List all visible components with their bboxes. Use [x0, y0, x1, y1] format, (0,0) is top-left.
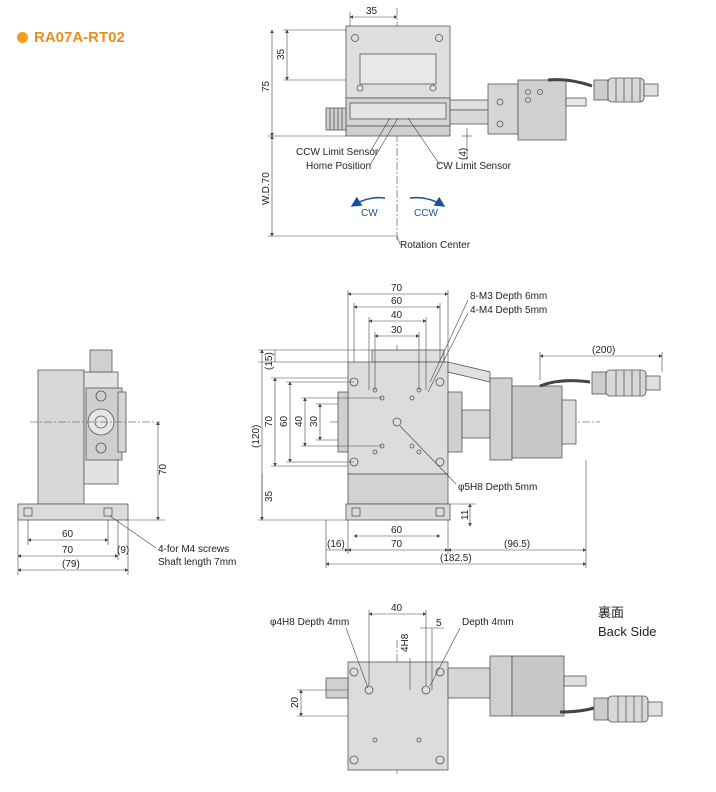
front-note-m3: 8-M3 Depth 6mm [470, 291, 547, 302]
back-dim-4h8: 4H8 [400, 633, 411, 652]
front-dim-bottom-3: (96.5) [504, 539, 530, 550]
side-view [17, 349, 160, 521]
top-view [325, 8, 659, 240]
side-note-line1: 4-for M4 screws [158, 544, 229, 555]
side-dim-base: 70 [62, 545, 74, 556]
side-dim-inner: 60 [62, 529, 74, 540]
back-note-phi: φ4H8 Depth 4mm [270, 617, 349, 628]
front-dim-11: 11 [460, 509, 471, 520]
front-dim-top-2: 40 [391, 310, 403, 321]
front-view-dimensions [258, 290, 663, 568]
front-dim-top-1: 60 [391, 296, 403, 307]
front-dim-left-0: (15) [264, 352, 275, 370]
label-home: Home Position [306, 161, 371, 172]
top-view-dimensions [268, 12, 472, 245]
front-dim-cable: (200) [592, 345, 615, 356]
top-dim-width: 35 [366, 6, 378, 17]
front-dim-left-5: 30 [309, 415, 320, 427]
top-dim-upper: 35 [276, 48, 287, 60]
back-dim-top: 40 [391, 603, 403, 614]
side-note-line2: Shaft length 7mm [158, 557, 236, 568]
cw-arrow-icon [350, 196, 386, 207]
front-dim-bottom-0: 60 [391, 525, 403, 536]
back-side-label: 裏面 Back Side [598, 603, 657, 641]
front-dim-left-3: 60 [279, 415, 290, 427]
top-dim-wd: W.D.70 [261, 172, 272, 205]
front-dim-left-4: 40 [294, 415, 305, 427]
product-title: RA07A-RT02 [17, 29, 125, 46]
side-dim-edge: (9) [117, 545, 129, 556]
side-view-dimensions [17, 421, 165, 575]
front-note-m4: 4-M4 Depth 5mm [470, 305, 547, 316]
product-title-text: RA07A-RT02 [34, 29, 125, 46]
back-dim-left: 20 [290, 696, 301, 708]
side-dim-height: 70 [158, 463, 169, 475]
label-ccw: CCW [414, 208, 438, 219]
top-dim-gap: (4) [458, 148, 469, 160]
bullet-icon [17, 32, 28, 43]
ccw-arrow-icon [409, 196, 446, 207]
front-dim-bottom-4: (182.5) [440, 553, 472, 564]
front-dim-top-0: 70 [391, 283, 403, 294]
front-dim-left-1: (120) [251, 425, 262, 448]
back-view [325, 640, 663, 776]
label-rotation-center: Rotation Center [400, 240, 471, 251]
back-note-depth: Depth 4mm [462, 617, 514, 628]
front-view [330, 345, 661, 521]
front-dim-left-6: 35 [264, 490, 275, 502]
back-side-jp: 裏面 [598, 605, 625, 620]
front-dim-top-3: 30 [391, 325, 403, 336]
back-side-en: Back Side [598, 624, 657, 639]
front-note-phi: φ5H8 Depth 5mm [458, 482, 537, 493]
label-cw: CW [361, 208, 378, 219]
back-view-dimensions [297, 610, 461, 717]
back-dim-5: 5 [436, 618, 442, 629]
label-cw-limit: CW Limit Sensor [436, 161, 512, 172]
front-dim-bottom-2: 70 [391, 539, 403, 550]
label-ccw-limit: CCW Limit Sensor [296, 147, 379, 158]
top-dim-height: 75 [261, 80, 272, 92]
front-dim-bottom-1: (16) [327, 539, 345, 550]
side-dim-total: (79) [62, 559, 80, 570]
front-dim-left-2: 70 [264, 415, 275, 427]
